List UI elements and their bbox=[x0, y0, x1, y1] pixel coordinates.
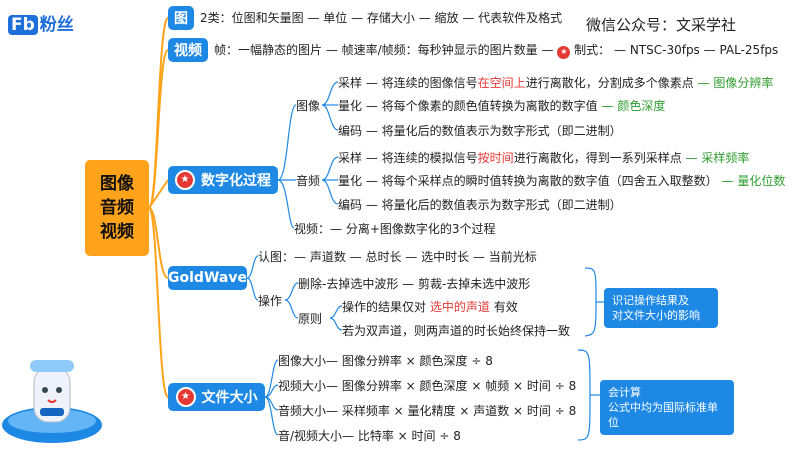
audio-quantization-row: 量化 — 将每个采样点的瞬时值转换为离散的数字值（四舍五入取整数） — 量化位数 bbox=[338, 174, 786, 188]
filesize-audio-row: 音频大小— 采样频率 × 量化精度 × 声道数 × 时间 ÷ 8 bbox=[278, 404, 577, 418]
star-icon: ★ bbox=[175, 387, 196, 407]
goldwave-topic: GoldWave bbox=[168, 266, 247, 290]
wechat-account-label: 微信公众号：文采学社 bbox=[586, 16, 737, 34]
audio-encoding-row: 编码 — 将量化后的数值表示为数字形式（即二进制） bbox=[338, 198, 622, 212]
image-topic: 图 bbox=[168, 6, 194, 30]
star-icon: ★ bbox=[557, 45, 571, 59]
filesize-topic: ★ 文件大小 bbox=[168, 383, 265, 411]
digitization-audio-label: 音频 bbox=[296, 174, 321, 188]
root-line-1: 图像 bbox=[100, 174, 134, 194]
image-sampling-row: 采样 — 将连续的图像信号在空间上进行离散化，分割成多个像素点 — 图像分辨率 bbox=[338, 76, 774, 90]
audio-sampling-row: 采样 — 将连续的模拟信号按时间进行离散化，得到一系列采样点 — 采样频率 bbox=[338, 151, 750, 165]
digitization-video-row: 视频：— 分离+图像数字化的3个过程 bbox=[294, 222, 496, 236]
root-line-3: 视频 bbox=[100, 222, 134, 242]
filesize-image-row: 图像大小— 图像分辨率 × 颜色深度 ÷ 8 bbox=[278, 354, 493, 368]
goldwave-principle-1: 操作的结果仅对 选中的声道 有效 bbox=[342, 300, 518, 314]
star-icon: ★ bbox=[175, 170, 195, 190]
goldwave-note: 识记操作结果及 对文件大小的影响 bbox=[604, 288, 718, 328]
digitization-topic: ★ 数字化过程 bbox=[168, 166, 278, 194]
image-quantization-row: 量化 — 将每个像素的颜色值转换为离散的数字值 — 颜色深度 bbox=[338, 99, 666, 113]
mascot-illustration bbox=[2, 360, 102, 443]
video-details: 帧：一幅静态的图片 — 帧速率/帧频：每秒钟显示的图片数量 — ★ 制式： — … bbox=[214, 43, 779, 59]
filesize-video-row: 视频大小— 图像分辨率 × 颜色深度 × 帧频 × 时间 ÷ 8 bbox=[278, 379, 577, 393]
root-topic: 图像 音频 视频 bbox=[85, 160, 149, 256]
root-line-2: 音频 bbox=[100, 198, 134, 218]
goldwave-principle-2: 若为双声道，则两声道的时长始终保持一致 bbox=[342, 324, 571, 338]
filesize-note: 会计算 公式中均为国际标准单位 bbox=[600, 380, 734, 435]
goldwave-recognize-row: 认图：— 声道数 — 总时长 — 选中时长 — 当前光标 bbox=[258, 250, 537, 264]
goldwave-principle-label: 原则 bbox=[298, 312, 323, 326]
goldwave-ops-delete-crop: 删除-去掉选中波形 — 剪裁-去掉未选中波形 bbox=[298, 277, 531, 291]
image-details: 2类：位图和矢量图 — 单位 — 存储大小 — 缩放 — 代表软件及格式 bbox=[200, 11, 563, 25]
goldwave-ops-label: 操作 bbox=[258, 294, 283, 308]
filesize-av-row: 音/视频大小— 比特率 × 时间 ÷ 8 bbox=[278, 429, 461, 443]
video-topic: 视频 bbox=[168, 38, 208, 62]
digitization-image-label: 图像 bbox=[296, 99, 321, 113]
image-encoding-row: 编码 — 将量化后的数值表示为数字形式（即二进制） bbox=[338, 124, 622, 138]
